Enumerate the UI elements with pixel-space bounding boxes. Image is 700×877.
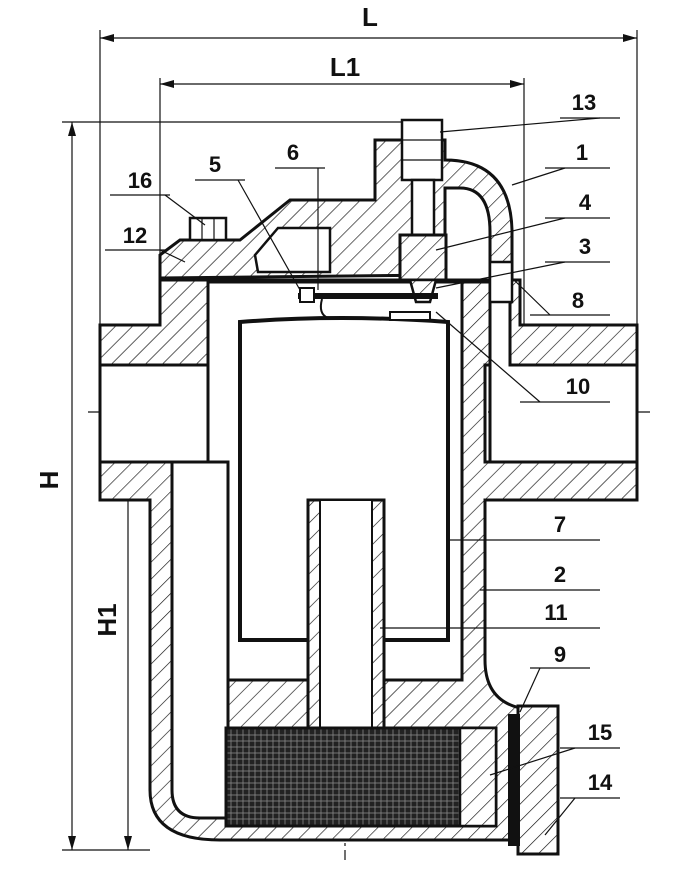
callout-15: 15	[489, 720, 620, 776]
dimension-H: H	[34, 121, 420, 851]
svg-text:15: 15	[588, 720, 612, 745]
callout-5: 5	[195, 152, 301, 291]
dimension-L1: L1	[159, 52, 525, 325]
callout-8: 8	[511, 277, 610, 316]
callout-11: 11	[380, 600, 600, 629]
dimension-H-label: H	[34, 471, 64, 490]
dimension-L-label: L	[362, 2, 378, 32]
dimension-L1-label: L1	[330, 52, 360, 82]
svg-text:10: 10	[566, 374, 590, 399]
callout-6: 6	[275, 140, 325, 290]
svg-text:2: 2	[554, 562, 566, 587]
svg-text:6: 6	[287, 140, 299, 165]
dimension-H1-label: H1	[92, 603, 122, 636]
svg-text:11: 11	[544, 600, 567, 625]
callout-16: 16	[110, 168, 206, 226]
svg-text:14: 14	[588, 770, 613, 795]
dimension-L: L	[99, 2, 638, 332]
callout-12: 12	[105, 223, 186, 263]
svg-text:7: 7	[554, 512, 566, 537]
svg-text:5: 5	[209, 152, 221, 177]
riser-tube-11	[306, 498, 386, 732]
plug-13	[400, 118, 444, 182]
callout-10: 10	[435, 311, 610, 403]
callout-4: 4	[435, 190, 610, 251]
svg-text:13: 13	[572, 90, 596, 115]
callout-7: 7	[448, 512, 600, 541]
callout-14: 14	[544, 770, 620, 836]
strainer-15	[224, 726, 498, 828]
svg-text:4: 4	[579, 190, 592, 215]
svg-text:1: 1	[576, 140, 588, 165]
svg-text:3: 3	[579, 234, 591, 259]
bolt-16	[188, 216, 228, 242]
end-plug-14	[508, 704, 560, 856]
svg-text:16: 16	[128, 168, 152, 193]
callout-1: 1	[511, 140, 610, 186]
plug-8	[488, 260, 514, 304]
svg-text:12: 12	[123, 223, 147, 248]
callout-13: 13	[439, 90, 620, 133]
callout-2: 2	[480, 562, 600, 591]
valve-seat-4	[398, 178, 448, 282]
svg-text:9: 9	[554, 642, 566, 667]
callout-3: 3	[435, 234, 610, 289]
svg-text:8: 8	[572, 288, 584, 313]
callout-9: 9	[519, 642, 590, 713]
